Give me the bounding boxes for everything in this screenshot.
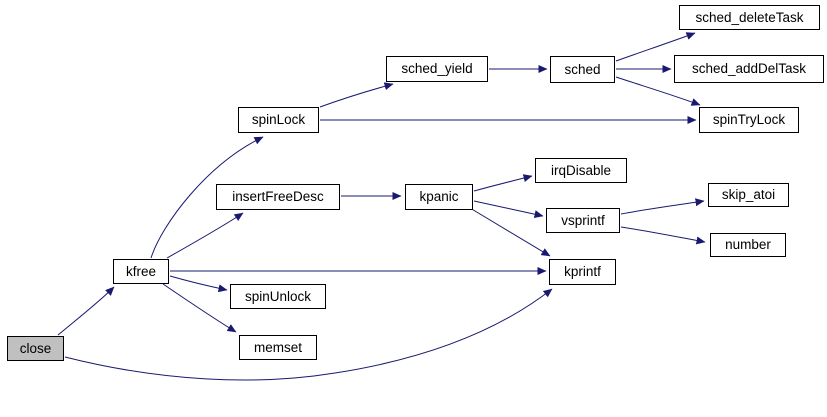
node-sched_addDelTask[interactable]: sched_addDelTask (674, 55, 824, 83)
node-label-vsprintf: vsprintf (561, 212, 605, 228)
node-memset[interactable]: memset (239, 335, 317, 360)
edge-kpanic-irqDisable (473, 174, 533, 192)
node-label-sched_addDelTask: sched_addDelTask (691, 61, 807, 77)
node-close: close (7, 336, 64, 361)
node-label-kprintf: kprintf (564, 264, 601, 280)
edge-close-kfree (57, 286, 115, 336)
edge-close-kprintf (64, 288, 553, 381)
node-spinLock[interactable]: spinLock (238, 107, 319, 133)
edge-vsprintf-number (620, 226, 706, 245)
node-skip_atoi[interactable]: skip_atoi (708, 183, 789, 207)
node-label-kpanic: kpanic (419, 189, 459, 205)
node-sched_yield[interactable]: sched_yield (386, 56, 488, 82)
node-irqDisable[interactable]: irqDisable (535, 158, 627, 183)
node-label-sched_yield: sched_yield (401, 61, 473, 77)
node-spinTryLock[interactable]: spinTryLock (699, 107, 799, 133)
edge-spinLock-sched_yield (319, 82, 394, 108)
node-label-kfree: kfree (125, 263, 156, 279)
node-label-memset: memset (253, 339, 302, 355)
node-label-insertFreeDesc: insertFreeDesc (232, 189, 324, 205)
edge-sched-sched_deleteTask (615, 32, 696, 62)
node-vsprintf[interactable]: vsprintf (546, 208, 620, 233)
node-label-number: number (725, 237, 771, 253)
node-sched_deleteTask[interactable]: sched_deleteTask (679, 5, 820, 30)
node-spinUnlock[interactable]: spinUnlock (230, 284, 326, 309)
node-insertFreeDesc[interactable]: insertFreeDesc (216, 184, 340, 210)
node-label-irqDisable: irqDisable (550, 162, 612, 178)
node-label-close: close (19, 340, 52, 356)
node-label-sched: sched (564, 61, 601, 77)
edge-kpanic-kprintf (469, 207, 551, 257)
node-number[interactable]: number (710, 233, 786, 257)
edge-kpanic-vsprintf (473, 200, 544, 219)
edge-kfree-insertFreeDesc (166, 212, 244, 259)
node-kfree[interactable]: kfree (113, 259, 169, 284)
node-kprintf[interactable]: kprintf (549, 259, 616, 285)
node-kpanic[interactable]: kpanic (405, 184, 473, 210)
node-label-spinLock: spinLock (251, 112, 306, 128)
edge-kfree-spinUnlock (169, 275, 228, 293)
node-label-skip_atoi: skip_atoi (721, 187, 776, 203)
node-label-spinUnlock: spinUnlock (244, 288, 312, 304)
node-label-sched_deleteTask: sched_deleteTask (695, 9, 804, 25)
node-label-spinTryLock: spinTryLock (712, 112, 786, 128)
node-sched[interactable]: sched (550, 56, 615, 83)
edge-kfree-memset (162, 283, 237, 333)
edge-sched-spinTryLock (615, 76, 701, 106)
edge-vsprintf-skip_atoi (620, 198, 705, 215)
edge-kfree-spinLock (150, 136, 264, 259)
